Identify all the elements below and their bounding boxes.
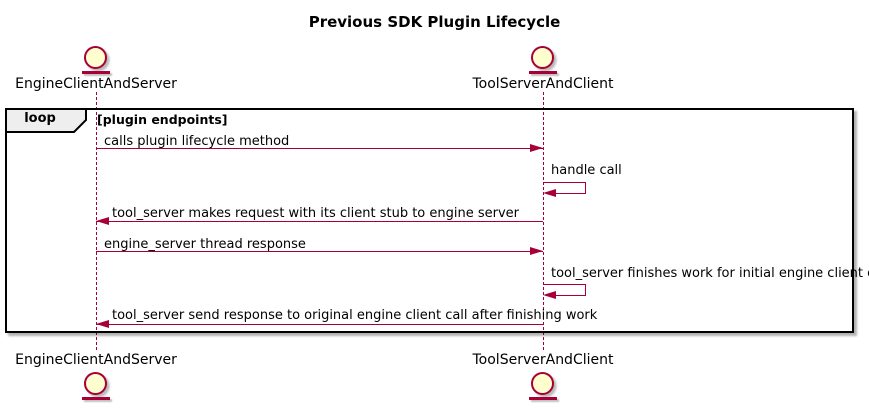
- entity-icon: [531, 46, 554, 69]
- entity-icon: [84, 46, 107, 69]
- message-label: tool_server finishes work for initial en…: [551, 266, 869, 281]
- arrowhead-left-icon: [96, 320, 109, 328]
- self-message-line: [553, 295, 586, 297]
- message-label: calls plugin lifecycle method: [104, 134, 290, 149]
- loop-operator-label: loop: [24, 111, 56, 126]
- participant-label-engine-bottom: EngineClientAndServer: [15, 352, 177, 368]
- arrowhead-right-icon: [530, 247, 543, 255]
- self-message-line: [543, 284, 586, 286]
- participant-label-tool-top: ToolServerAndClient: [472, 76, 614, 92]
- message-label: tool_server send response to original en…: [112, 308, 598, 323]
- loop-header-pentagon: [5, 108, 87, 133]
- entity-icon-underline: [82, 71, 110, 74]
- loop-frame: [5, 108, 854, 333]
- message-arrow: [96, 251, 543, 253]
- arrowhead-left-icon: [543, 291, 556, 299]
- entity-icon-underline: [529, 71, 557, 74]
- arrowhead-left-icon: [543, 189, 556, 197]
- self-message-line: [543, 182, 586, 184]
- diagram-title: Previous SDK Plugin Lifecycle: [308, 13, 561, 31]
- arrowhead-right-icon: [530, 144, 543, 152]
- self-message-line: [585, 284, 587, 296]
- message-label: handle call: [551, 163, 622, 178]
- message-arrow: [96, 324, 543, 326]
- entity-icon-underline: [529, 397, 557, 400]
- message-arrow: [96, 221, 543, 223]
- entity-icon: [84, 372, 107, 395]
- participant-label-engine-top: EngineClientAndServer: [15, 76, 177, 92]
- participant-label-tool-bottom: ToolServerAndClient: [472, 352, 614, 368]
- message-arrow: [96, 148, 543, 150]
- lifeline-tool-server-and-client: [543, 92, 544, 350]
- arrowhead-left-icon: [96, 217, 109, 225]
- message-label: engine_server thread response: [104, 237, 306, 252]
- loop-guard-label: [plugin endpoints]: [97, 112, 228, 127]
- entity-icon-underline: [82, 397, 110, 400]
- entity-icon: [531, 372, 554, 395]
- self-message-line: [585, 182, 587, 194]
- self-message-line: [553, 193, 586, 195]
- message-label: tool_server makes request with its clien…: [112, 206, 520, 221]
